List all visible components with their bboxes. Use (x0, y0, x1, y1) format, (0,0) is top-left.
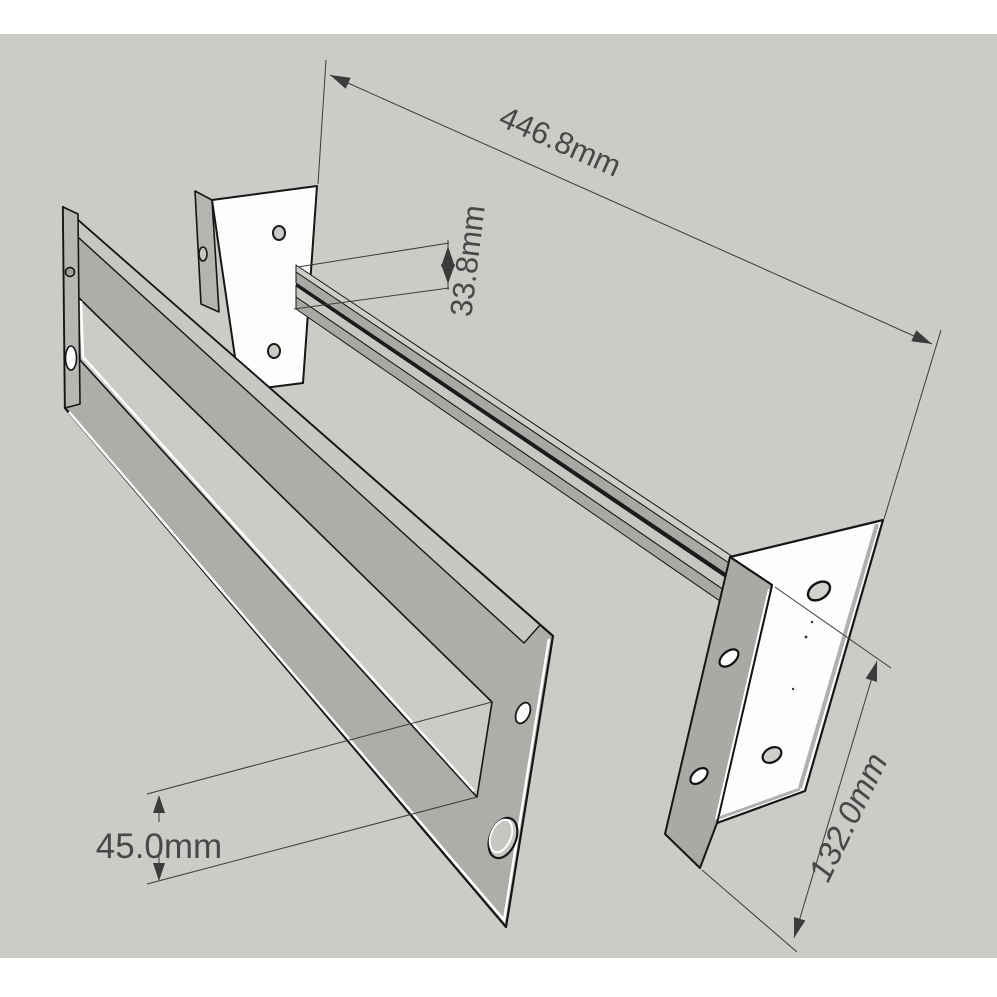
left-bracket-plate (211, 185, 318, 392)
extension-line (317, 59, 327, 185)
right-bracket-flange-slot-top (718, 648, 740, 668)
arrowhead (794, 917, 806, 938)
dimension-line (793, 660, 878, 939)
dimension-label-slot-width: 45.0mm (96, 827, 222, 866)
arrowhead (865, 661, 877, 682)
dimension-line (329, 74, 933, 345)
arrowhead (153, 863, 165, 881)
right-bracket-edge-band (798, 523, 879, 789)
left-bracket (194, 185, 318, 392)
right-bracket-fold-highlight (715, 588, 770, 820)
front-panel (61, 205, 555, 929)
front-panel-right-hole-small (514, 701, 532, 725)
rail (295, 264, 779, 642)
arrowhead (441, 264, 455, 284)
right-bracket-flange (664, 556, 773, 869)
leader-line (293, 287, 450, 310)
speck (791, 687, 795, 691)
speck (804, 635, 808, 639)
extension-line (146, 701, 493, 795)
front-panel-slot-highlight (79, 300, 475, 792)
front-panel-edge-highlight (68, 411, 551, 923)
leader-line (297, 242, 450, 268)
front-panel-right-hole-highlight (488, 818, 514, 854)
front-panel-left-face (62, 206, 81, 409)
speck (810, 620, 814, 624)
front-panel-left-hole-large (64, 345, 78, 371)
extension-line (774, 586, 892, 669)
right-bracket-bottom-band (718, 787, 801, 820)
front-panel-left-hole-small (64, 266, 76, 278)
right-bracket (664, 518, 885, 869)
extension-line (146, 796, 478, 885)
left-bracket-hole-top (272, 225, 286, 241)
arrowhead (153, 795, 165, 813)
right-bracket-hole-top (806, 580, 832, 602)
rail-groove (295, 283, 779, 613)
left-bracket-hole-bottom (267, 343, 281, 359)
dimension-slot-width: 45.0mm (96, 701, 493, 885)
arrowhead (330, 75, 351, 89)
extension-line (701, 869, 798, 953)
left-bracket-flange-hole (198, 246, 208, 262)
extension-line (883, 329, 942, 520)
arrowhead (441, 246, 455, 267)
right-bracket-hole-bottom (761, 746, 783, 764)
arrowhead (911, 330, 932, 344)
right-bracket-flange-slot-bottom (689, 766, 709, 786)
